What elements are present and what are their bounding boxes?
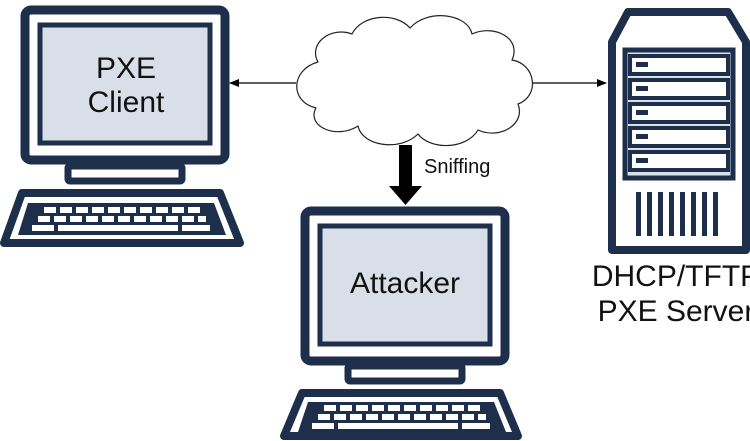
server-label-line2: PXE Server (598, 295, 750, 328)
sniffing-label: Sniffing (424, 156, 490, 178)
client-monitor-screen (37, 22, 213, 146)
network-cloud (296, 15, 534, 147)
client-keyboard (0, 189, 244, 247)
client-label-line1: PXE (96, 52, 156, 85)
server-drive-bays (628, 54, 730, 172)
server-label-line1: DHCP/TFTP (592, 260, 750, 293)
server-vents (636, 192, 718, 236)
attacker-monitor-stand (344, 362, 466, 385)
attacker-label: Attacker (350, 267, 460, 300)
attacker-computer: Attacker (280, 206, 522, 440)
pxe-client-computer: PXE Client (0, 5, 244, 247)
client-label-line2: Client (88, 86, 165, 119)
pxe-server: DHCP/TFTP PXE Server (592, 8, 750, 328)
attacker-monitor-screen (317, 223, 493, 347)
server-drive-leds (636, 62, 648, 163)
attacker-keyboard (280, 389, 522, 440)
client-monitor-stand (64, 162, 186, 185)
sniffing-arrow (389, 145, 422, 205)
